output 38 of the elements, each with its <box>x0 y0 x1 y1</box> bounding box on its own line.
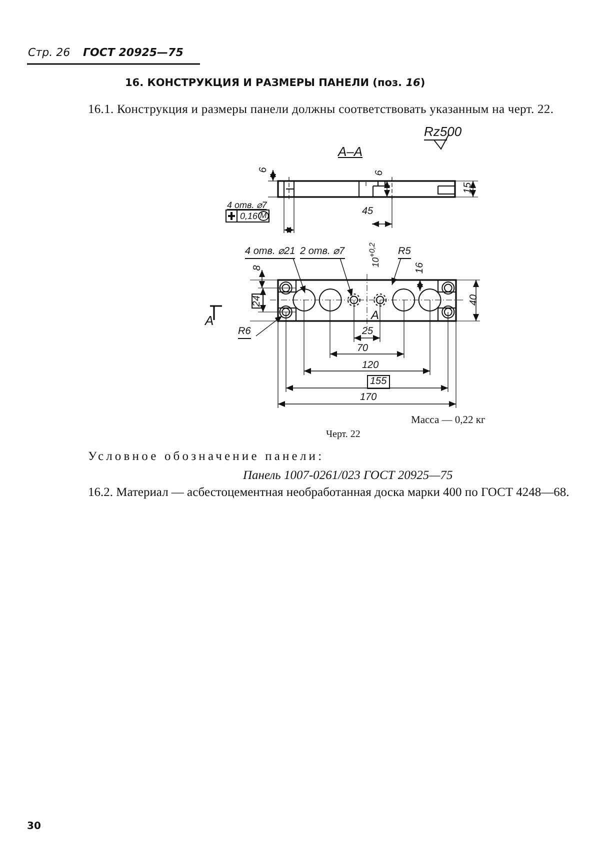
page-number: 30 <box>27 822 41 832</box>
dimension-value: 40 <box>470 294 480 306</box>
leader-line <box>256 316 282 336</box>
dimension-value: 16 <box>416 262 426 274</box>
dimension-value: 8 <box>252 265 263 271</box>
dimension-value: 15 <box>464 182 474 194</box>
paragraph: 16.1. Конструкция и размеры панели должны соответствовать указанным на черт. 22. <box>88 103 554 116</box>
dimension-value: 120 <box>362 361 379 371</box>
designation-example: Панель 1007-0261/023 ГОСТ 20925—75 <box>243 469 453 482</box>
section-mark: А <box>371 309 380 321</box>
roughness-value: Rz500 <box>424 125 462 138</box>
dimension-value: 6 <box>258 167 269 173</box>
dimension-value: 24 <box>252 293 264 309</box>
mass-note: Масса — 0,22 кг <box>411 416 486 426</box>
leader-note: 2 отв. ⌀7 <box>300 247 345 259</box>
dimension-value: 170 <box>360 393 377 403</box>
section-title: А–А <box>338 145 363 158</box>
leader-line <box>391 258 402 286</box>
dimension-value: 6 <box>374 170 385 176</box>
page-number: Стр. 26 <box>28 47 70 58</box>
dimension-value: 45 <box>362 207 374 217</box>
paragraph: 16.2. Материал — асбестоцементная необработанная доска марки 400 по ГОСТ 4248—68. <box>88 486 570 498</box>
modifier-symbol: М <box>258 211 269 221</box>
section-mark: А <box>205 314 214 327</box>
dimension-value: 70 <box>357 344 368 354</box>
leader-note: 4 отв. ⌀21 <box>245 247 296 259</box>
leader-note: R6 <box>238 327 251 339</box>
dimension-value: 25 <box>362 327 374 337</box>
leader-note: R5 <box>398 247 411 259</box>
leader-line <box>292 258 306 294</box>
tolerance-value: 0,16 <box>240 212 258 221</box>
dimension-value: 155 <box>367 375 390 389</box>
section-heading: 16. КОНСТРУКЦИЯ И РАЗМЕРЫ ПАНЕЛИ (поз. 16) <box>125 78 426 88</box>
figure-caption: Черт. 22 <box>326 430 360 440</box>
hole-note: 4 отв. ⌀7 <box>227 201 267 210</box>
document-number: ГОСТ 20925—75 <box>83 47 184 58</box>
designation-heading: Условное обозначение панели: <box>88 450 324 462</box>
leader-line <box>340 258 353 296</box>
